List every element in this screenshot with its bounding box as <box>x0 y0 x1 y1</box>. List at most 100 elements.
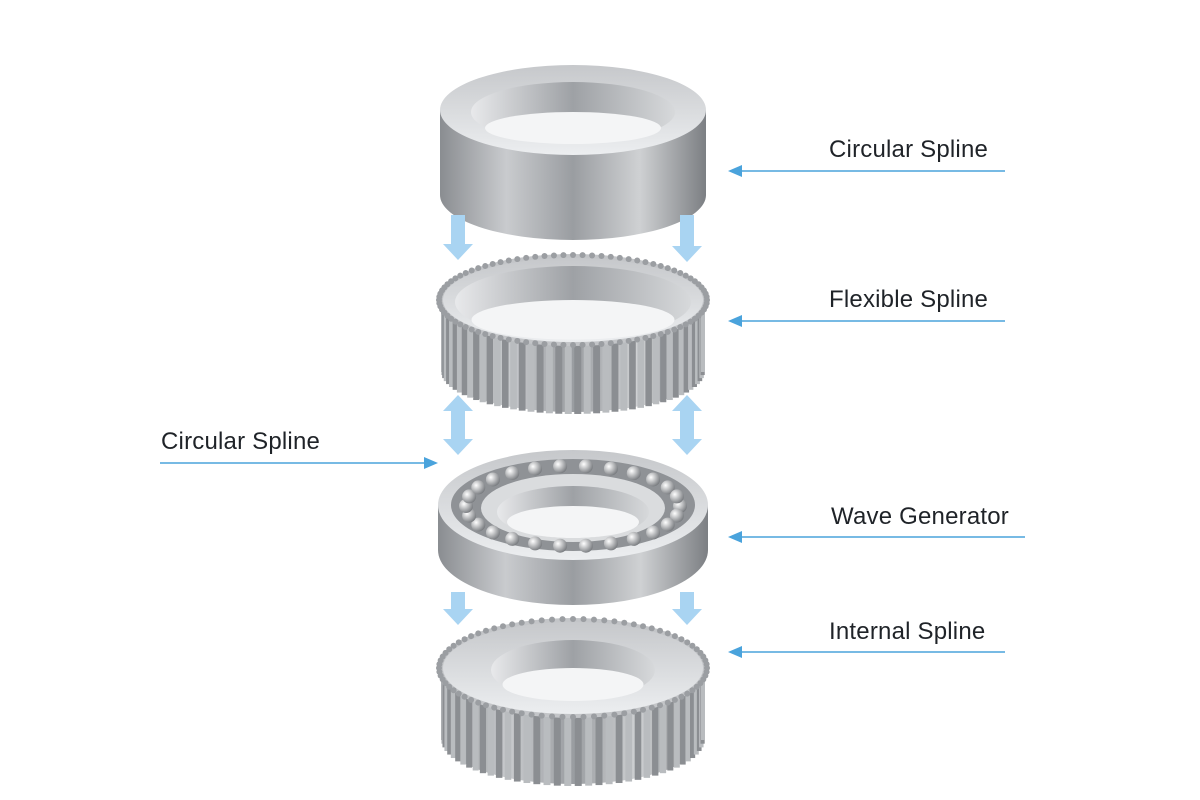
bearing-ball <box>669 508 684 523</box>
gear-tooth <box>672 323 679 398</box>
gear-tooth <box>467 323 474 398</box>
gear-tooth <box>695 310 700 385</box>
gear-tooth <box>543 711 551 786</box>
gear-tooth <box>523 709 531 784</box>
gear-tooth <box>461 321 468 396</box>
gear-tooth <box>449 313 455 388</box>
flexible-spline-gear <box>436 252 710 414</box>
gear-tooth <box>574 339 582 414</box>
bearing-ball <box>528 536 543 551</box>
gear-tooth <box>620 336 628 411</box>
bearing-ball <box>578 538 593 553</box>
gear-tooth <box>688 315 694 390</box>
internal-spline-gear <box>436 616 710 786</box>
leader-lines <box>160 165 1025 658</box>
gear-tooth <box>450 684 456 759</box>
gear-tooth <box>460 690 466 765</box>
gear-tooth <box>504 705 512 780</box>
bearing-ball <box>471 480 486 495</box>
gear-tooth <box>455 687 461 762</box>
gear-tooth <box>637 333 645 408</box>
gear-tooth <box>659 699 667 774</box>
gear-tooth <box>564 711 572 786</box>
arrowhead-icon <box>728 165 742 177</box>
flow-arrows <box>443 215 702 625</box>
gear-tooth <box>583 339 591 414</box>
bearing-ball <box>669 489 684 504</box>
wave-generator-bearing <box>438 450 708 605</box>
gear-tooth <box>495 703 503 778</box>
gear-tooth <box>585 711 593 786</box>
gear-tooth <box>653 330 660 405</box>
gear-tooth <box>564 339 572 414</box>
gear-tooth <box>602 338 610 413</box>
gear-tooth <box>625 707 633 782</box>
gear-tooth <box>693 680 699 755</box>
bearing-ball <box>626 531 641 546</box>
double-arrow-icon <box>672 395 702 455</box>
gear-tooth <box>473 326 480 401</box>
gear-tooth <box>446 310 451 385</box>
bearing-ball <box>626 466 641 481</box>
bearing-ball <box>553 459 568 474</box>
down-arrow-icon <box>672 215 702 262</box>
gear-tooth <box>701 666 705 740</box>
bearing-ball <box>471 517 486 532</box>
bearing-ball <box>485 472 500 487</box>
gear-tooth <box>501 333 509 408</box>
gear-tooth <box>701 298 705 372</box>
arrowhead-icon <box>424 457 438 469</box>
gear-tooth <box>615 709 623 784</box>
gear-tooth <box>611 337 619 412</box>
gear-tooth <box>645 332 652 407</box>
gear-tooth <box>629 335 636 410</box>
gear-tooth <box>466 693 472 768</box>
gear-tooth <box>593 339 601 414</box>
gear-tooth <box>479 328 486 403</box>
gear-tooth <box>533 710 541 785</box>
gear-tooth <box>444 677 450 752</box>
down-arrow-icon <box>443 592 473 625</box>
gear-tooth <box>494 332 501 407</box>
arrowhead-icon <box>728 315 742 327</box>
bearing-ball <box>660 517 675 532</box>
gear-tooth <box>683 318 690 393</box>
bearing-ball <box>578 459 593 474</box>
gear-tooth <box>545 339 553 414</box>
bearing-ball <box>553 538 568 553</box>
bearing-ball <box>505 466 520 481</box>
label-circular-spline-left: Circular Spline <box>161 428 321 455</box>
gear-tooth <box>605 710 613 785</box>
down-arrow-icon <box>443 215 473 260</box>
label-wave-generator: Wave Generator <box>831 503 1009 530</box>
bearing-ball <box>603 461 618 476</box>
gear-tooth <box>680 690 686 765</box>
gear-tooth <box>472 696 479 771</box>
gear-tooth <box>447 680 453 755</box>
gear-tooth <box>595 711 603 786</box>
bearing-ball <box>646 472 661 487</box>
gear-tooth <box>678 321 685 396</box>
gear-tooth <box>574 711 582 786</box>
arrowhead-icon <box>728 646 742 658</box>
circular-spline-ring <box>440 65 706 240</box>
gear-tooth <box>634 705 642 780</box>
bearing-ball <box>462 489 477 504</box>
gear-tooth <box>452 315 458 390</box>
label-internal-spline: Internal Spline <box>829 618 986 645</box>
label-circular-spline-right: Circular Spline <box>829 136 989 163</box>
bearing-ball <box>485 525 500 540</box>
gear-tooth <box>479 699 487 774</box>
gear-tooth <box>527 337 535 412</box>
bearing-ball <box>505 531 520 546</box>
gear-tooth <box>553 711 561 786</box>
gear-tooth <box>691 313 697 388</box>
double-arrow-icon <box>443 395 473 455</box>
gear-tooth <box>536 338 544 413</box>
gear-tooth <box>652 701 659 776</box>
gear-tooth <box>510 335 517 410</box>
bearing-ball <box>528 461 543 476</box>
gear-tooth <box>666 326 673 401</box>
gear-tooth <box>674 693 680 768</box>
